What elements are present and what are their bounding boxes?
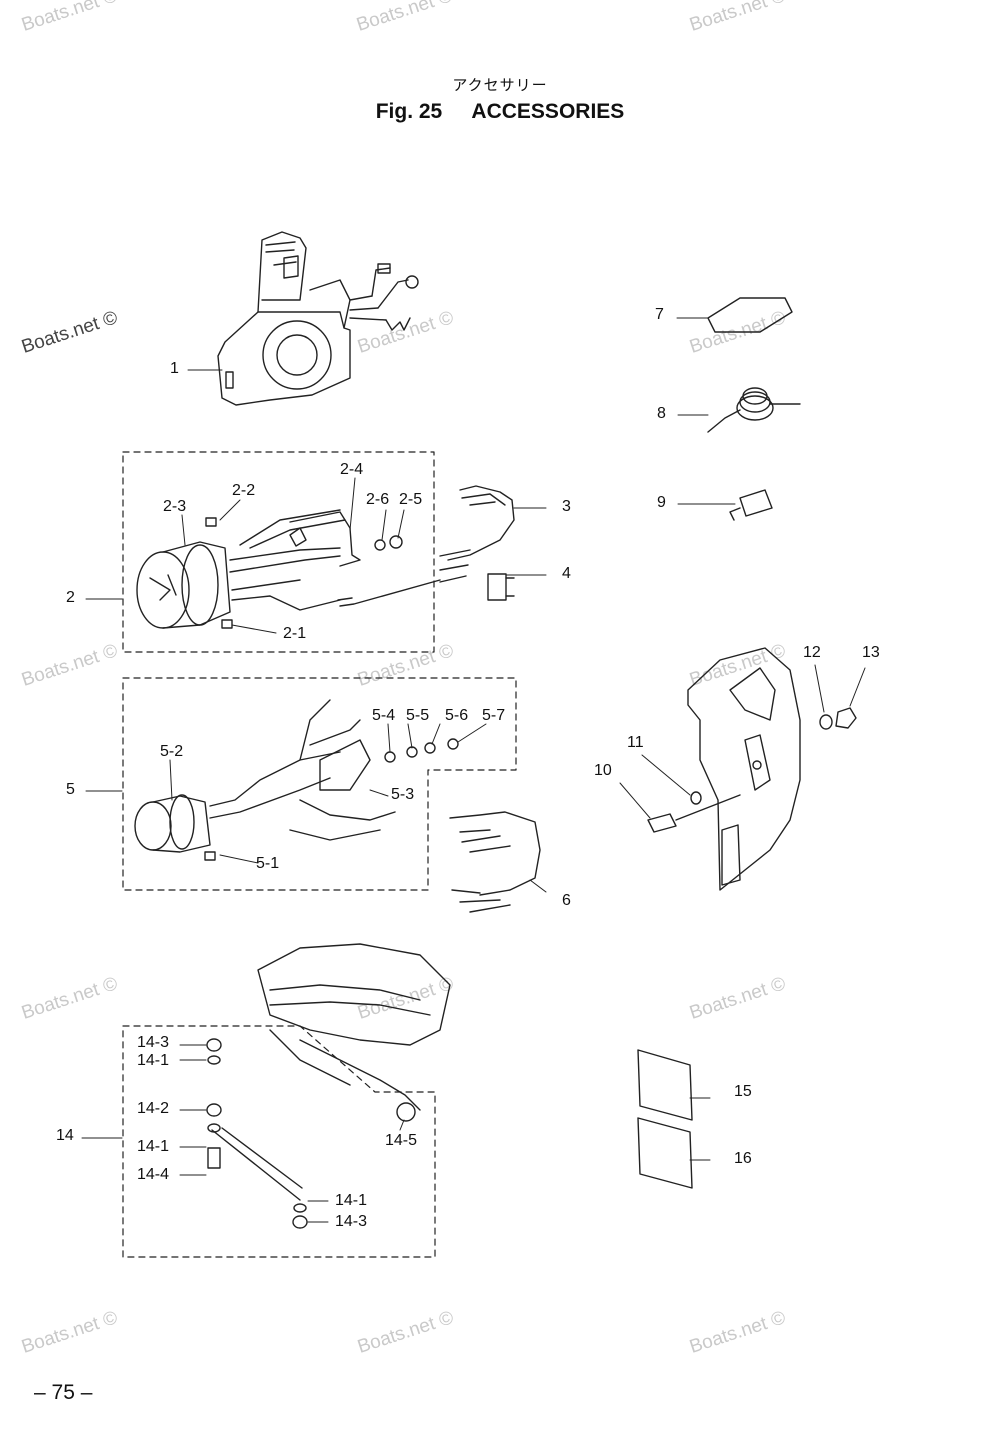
figure-title-text: ACCESSORIES	[471, 100, 625, 123]
figure-number: Fig. 25	[375, 100, 443, 123]
wire-harness-6	[449, 811, 541, 913]
stern-bracket	[647, 647, 857, 891]
leader-lines	[81, 317, 866, 1223]
callout-4: 4	[562, 565, 571, 582]
callout-2-1: 2-1	[283, 625, 307, 642]
callout-6: 6	[562, 892, 571, 909]
group-boxes	[122, 451, 517, 1258]
callout-14-3: 14-3	[335, 1213, 368, 1230]
tachometer	[136, 509, 441, 629]
callout-5-2: 5-2	[160, 743, 184, 760]
callout-14-2: 14-2	[137, 1100, 170, 1117]
callout-5-7: 5-7	[482, 707, 506, 724]
callout-16: 16	[734, 1150, 752, 1167]
group-box-14	[122, 1025, 436, 1258]
part-8-coil	[707, 387, 801, 433]
callout-5-6: 5-6	[445, 707, 469, 724]
part-16-card	[637, 1117, 693, 1189]
callout-14-5: 14-5	[385, 1132, 418, 1149]
callout-14-4: 14-4	[137, 1166, 170, 1183]
callout-14-1: 14-1	[137, 1052, 170, 1069]
remote-control-box	[217, 231, 419, 406]
callout-2-3: 2-3	[163, 498, 187, 515]
wire-harness-3-4	[439, 485, 515, 601]
callout-2-2: 2-2	[232, 482, 256, 499]
callout-5-1: 5-1	[256, 855, 280, 872]
callout-14-3: 14-3	[137, 1034, 170, 1051]
callout-8: 8	[657, 405, 666, 422]
figure-subtitle-jp: アクセサリー	[452, 76, 548, 94]
page-number: – 75 –	[34, 1381, 93, 1404]
callout-15: 15	[734, 1083, 752, 1100]
hour-meter	[134, 699, 459, 861]
callout-14-1: 14-1	[137, 1138, 170, 1155]
part-9-spacer	[729, 489, 773, 521]
callout-2-4: 2-4	[340, 461, 364, 478]
callout-9: 9	[657, 494, 666, 511]
callout-12: 12	[803, 644, 821, 661]
callout-11: 11	[627, 734, 644, 751]
callout-14-1: 14-1	[335, 1192, 368, 1209]
callout-7: 7	[655, 306, 664, 323]
callout-2: 2	[66, 589, 75, 606]
callout-5-4: 5-4	[372, 707, 396, 724]
callout-1: 1	[170, 360, 179, 377]
callout-2-5: 2-5	[399, 491, 423, 508]
callout-14: 14	[56, 1127, 74, 1144]
group-box-5	[122, 677, 517, 891]
callout-2-6: 2-6	[366, 491, 390, 508]
callout-10: 10	[594, 762, 612, 779]
callout-3: 3	[562, 498, 571, 515]
callout-13: 13	[862, 644, 880, 661]
part-7-pad	[707, 297, 793, 333]
figure-title: Fig. 25 ACCESSORIES	[0, 100, 1000, 124]
callout-5: 5	[66, 781, 75, 798]
part-15-card	[637, 1049, 693, 1121]
group-box-2	[122, 451, 435, 653]
callout-5-3: 5-3	[391, 786, 415, 803]
engine-cover-group	[206, 943, 451, 1229]
callout-5-5: 5-5	[406, 707, 430, 724]
